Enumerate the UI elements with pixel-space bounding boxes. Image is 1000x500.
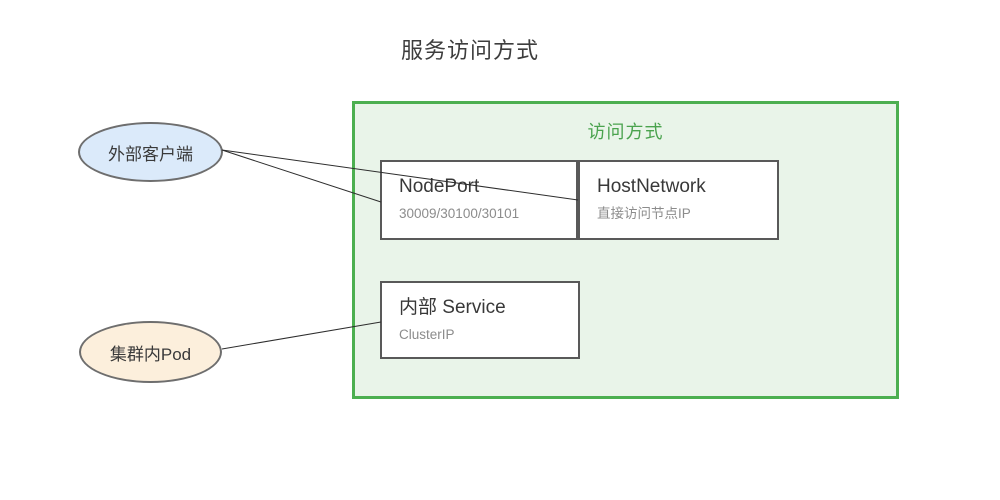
hostnetwork-node: HostNetwork 直接访问节点IP [578, 160, 779, 240]
nodeport-title: NodePort [399, 176, 480, 197]
access-methods-group-label: 访问方式 [587, 122, 664, 142]
internal-service-description: ClusterIP [399, 326, 455, 342]
cluster-pod-node: 集群内Pod [79, 321, 222, 383]
nodeport-ports: 30009/30100/30101 [399, 205, 520, 221]
external-client-node: 外部客户端 [78, 122, 223, 182]
diagram-title: 服务访问方式 [400, 38, 539, 63]
access-methods-group: 访问方式 NodePort 30009/30100/30101 HostNetw… [352, 101, 899, 399]
internal-service-title: 内部 Service [399, 297, 506, 318]
hostnetwork-description: 直接访问节点IP [597, 205, 691, 221]
hostnetwork-title: HostNetwork [597, 176, 706, 197]
internal-service-node: 内部 Service ClusterIP [380, 281, 580, 359]
nodeport-node: NodePort 30009/30100/30101 [380, 160, 578, 240]
cluster-pod-label: 集群内Pod [109, 344, 192, 364]
external-client-label: 外部客户端 [108, 144, 193, 164]
